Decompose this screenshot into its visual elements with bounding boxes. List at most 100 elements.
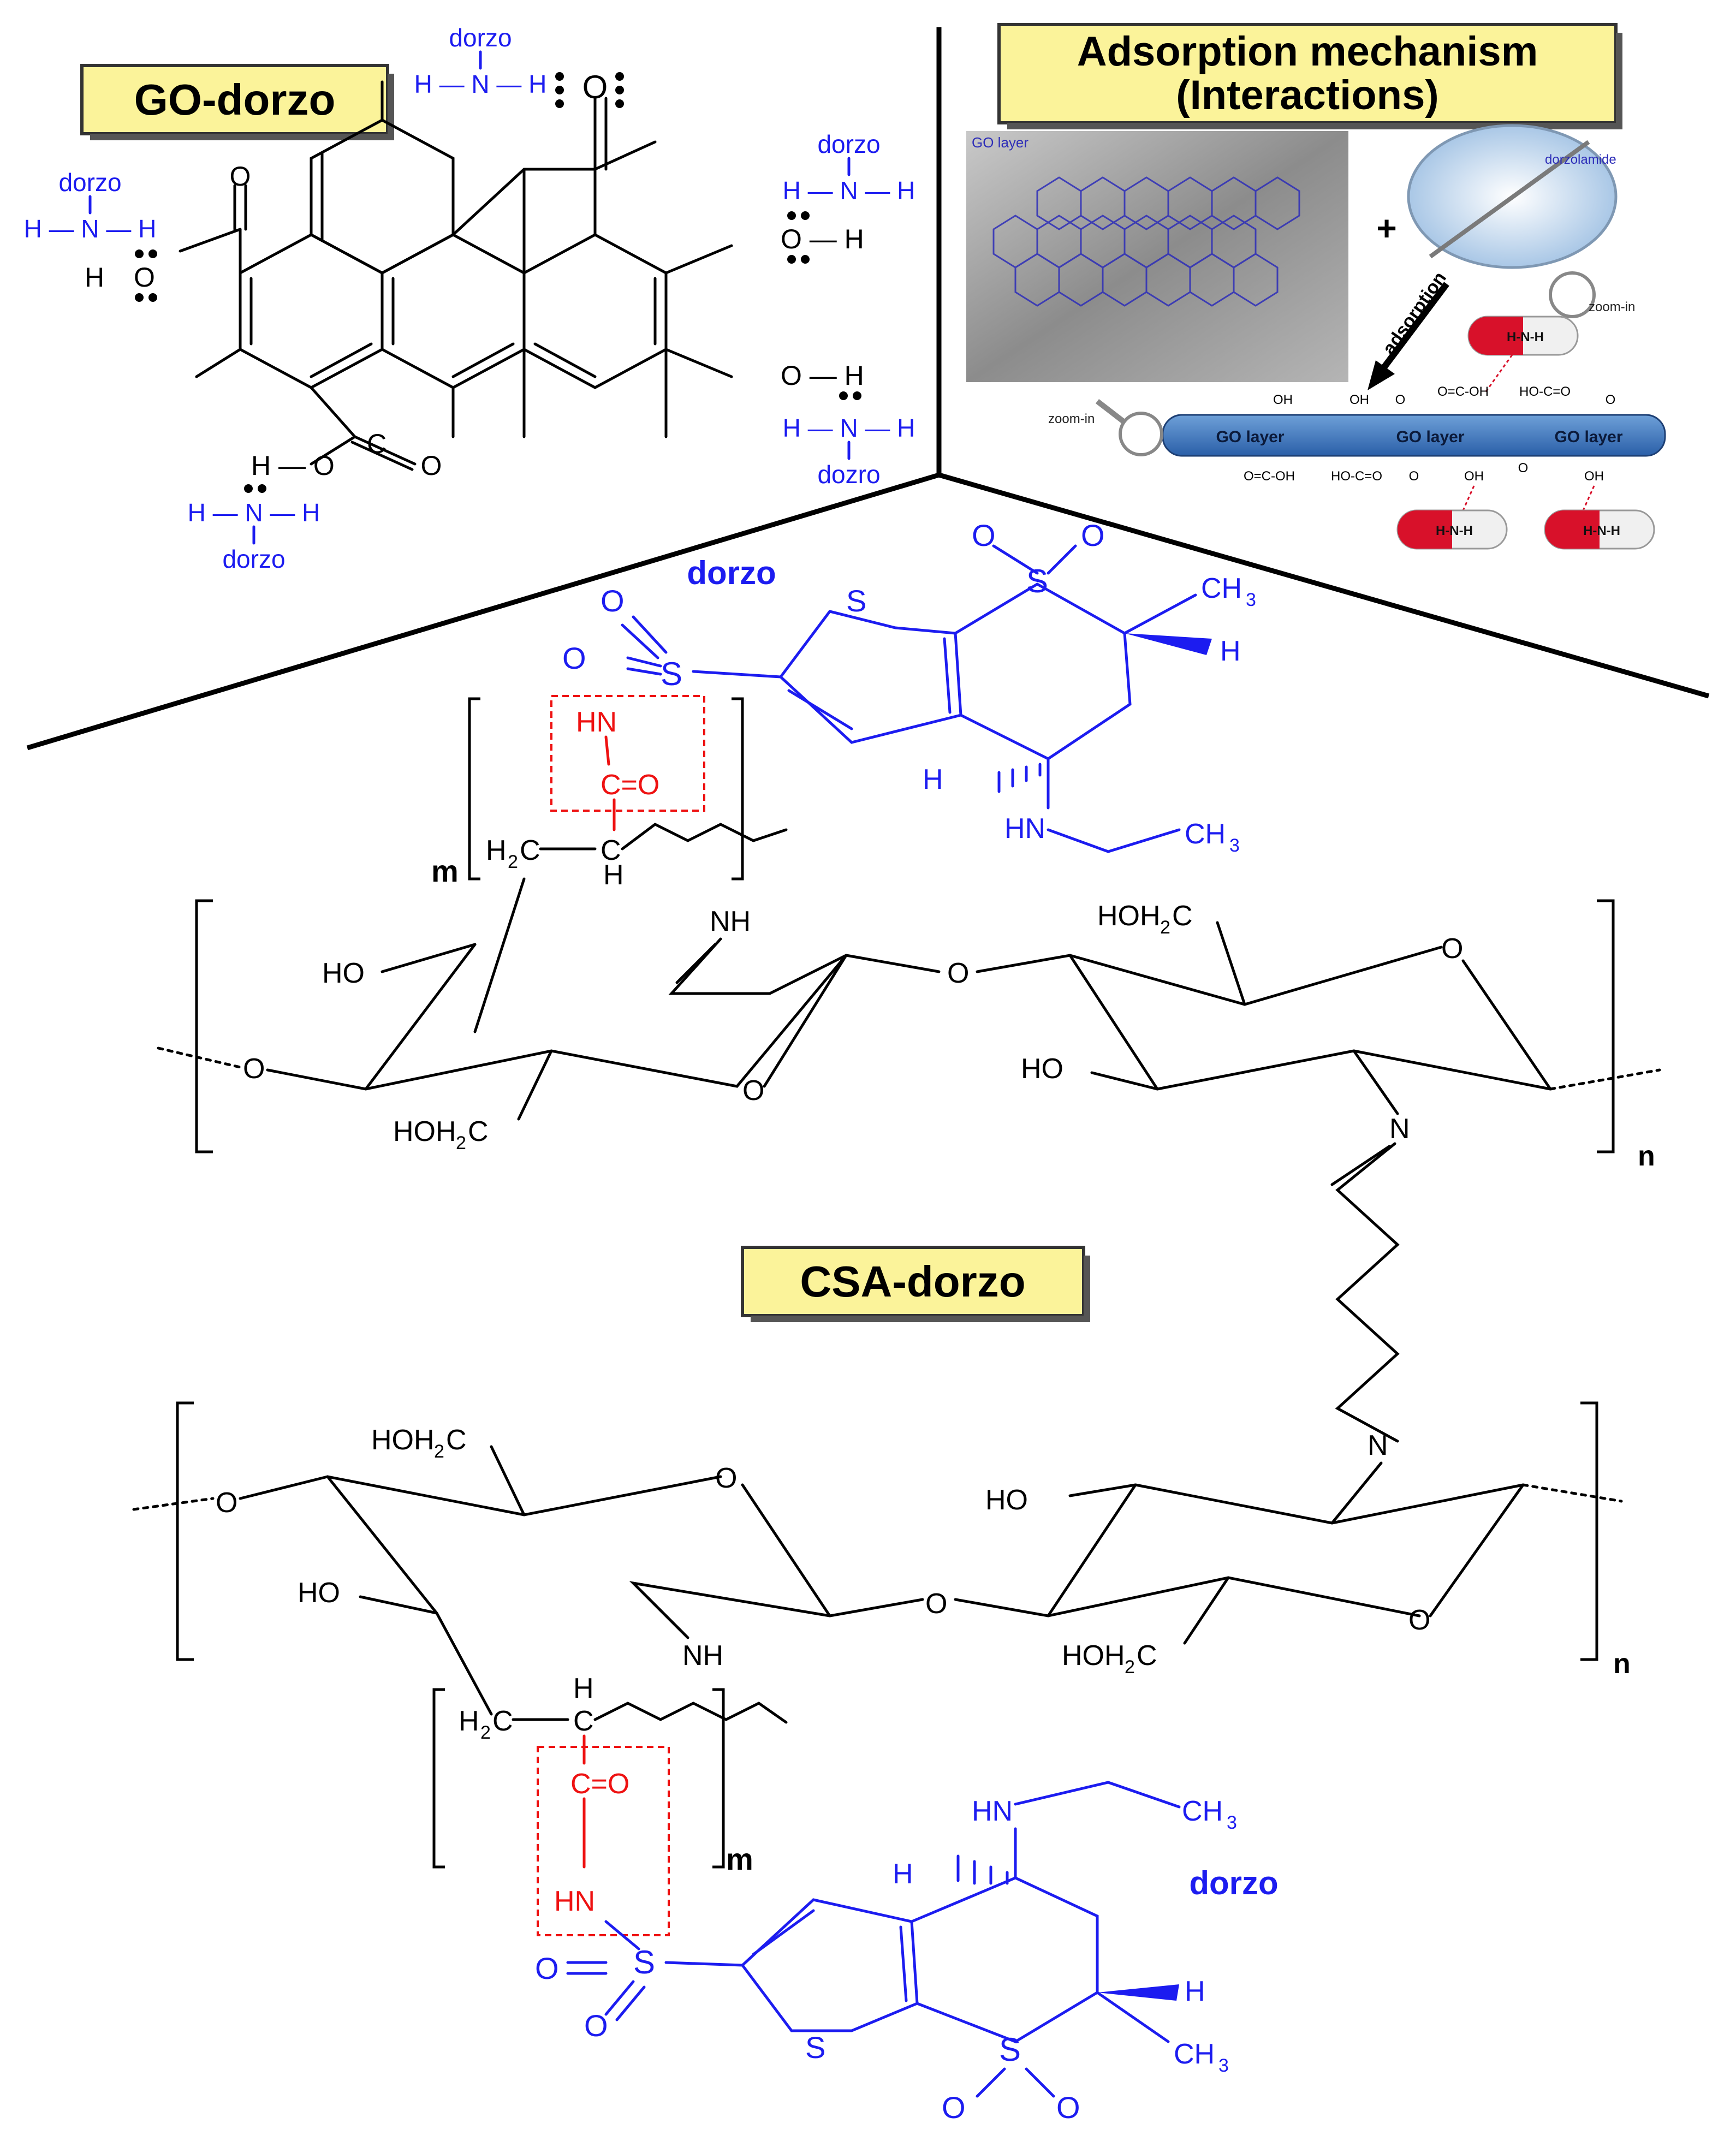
svg-text:2: 2 <box>456 1133 466 1153</box>
svg-text:2: 2 <box>1125 1657 1135 1678</box>
go-oh-bottom-right: O — H <box>781 360 864 391</box>
svg-text:CH: CH <box>1201 573 1242 604</box>
svg-text:O=C-OH: O=C-OH <box>1244 469 1295 484</box>
go-layer-inset-label: GO layer <box>972 134 1028 151</box>
svg-text:H: H <box>1185 1976 1205 2007</box>
svg-text:O: O <box>562 641 586 675</box>
svg-text:dorzo: dorzo <box>222 545 285 573</box>
title-go-dorzo: GO-dorzo <box>80 64 394 140</box>
svg-text:O: O <box>584 2008 608 2043</box>
svg-text:N: N <box>1368 1430 1388 1461</box>
go-carboxyl-o: O <box>230 161 251 192</box>
svg-text:OH: OH <box>1349 392 1369 407</box>
svg-text:S: S <box>999 2031 1021 2068</box>
svg-text:C: C <box>520 835 540 866</box>
svg-text:CH: CH <box>1182 1795 1223 1827</box>
thiophene-s: S <box>846 584 866 618</box>
bracket-m-lower-right <box>712 1688 725 1869</box>
svg-text:O: O <box>942 2090 966 2125</box>
dorzo-upper-label: dorzo <box>687 555 776 591</box>
mechanism-title-line2: (Interactions) <box>1176 72 1438 118</box>
svg-text:H — N — H: H — N — H <box>783 414 915 442</box>
lower-chitosan: n N O HOH 2 C O HO NH O O HOH 2 C HO <box>132 1401 1631 1716</box>
svg-text:HN: HN <box>1004 813 1045 845</box>
svg-text:HN: HN <box>576 706 617 738</box>
dorzolamide-label: dorzolamide <box>1545 152 1616 167</box>
svg-text:HO: HO <box>985 1484 1028 1516</box>
svg-text:HN: HN <box>554 1886 595 1917</box>
svg-text:O: O <box>1056 2090 1080 2125</box>
bracket-n-upper-left <box>195 899 213 1153</box>
svg-text:H — N — H: H — N — H <box>414 70 547 98</box>
svg-text:C: C <box>1172 900 1193 932</box>
svg-text:HOH: HOH <box>1062 1640 1125 1672</box>
svg-text:C: C <box>601 835 621 866</box>
svg-text:2: 2 <box>480 1722 491 1743</box>
svg-text:C=O: C=O <box>570 1768 629 1800</box>
dorzo-lower: dorzo S O O S S O O H CH 3 HN CH 3 H <box>535 1781 1279 2125</box>
panel-dividers <box>26 27 1710 751</box>
go-o-left: O <box>134 262 155 293</box>
svg-text:C: C <box>446 1424 467 1456</box>
go-ring-middle <box>381 233 526 389</box>
dorzo-nh-group-top: dorzo H — N — H <box>414 23 547 98</box>
go-ring-left <box>239 233 384 389</box>
go-dorzo-label: GO-dorzo <box>134 75 336 124</box>
svg-text:HOH: HOH <box>393 1116 456 1147</box>
svg-text:HOH: HOH <box>371 1424 435 1456</box>
dorzo-nh-group-right: dorzo H — N — H <box>783 130 915 205</box>
svg-text:O: O <box>1606 392 1616 407</box>
svg-text:O: O <box>1081 518 1105 552</box>
svg-text:O: O <box>1409 469 1419 484</box>
svg-text:GO layer: GO layer <box>1554 428 1622 446</box>
dorzo-nh-group-left: dorzo H — N — H <box>24 168 157 243</box>
ring-s: S <box>1026 563 1048 599</box>
svg-text:C: C <box>1137 1640 1157 1672</box>
svg-text:HN: HN <box>972 1795 1013 1827</box>
svg-text:dozro: dozro <box>817 460 880 489</box>
svg-text:dorzo: dorzo <box>817 130 880 158</box>
title-mechanism: Adsorption mechanism (Interactions) <box>997 23 1622 129</box>
svg-text:O: O <box>742 1075 764 1107</box>
csa-dorzo-label: CSA-dorzo <box>800 1257 1025 1306</box>
hnh-pill-bottom-right: H-N-H <box>1544 485 1655 550</box>
svg-text:OH: OH <box>1273 392 1293 407</box>
go-ring-right <box>522 233 668 389</box>
go-ketone-o: O <box>582 69 608 105</box>
svg-text:HO: HO <box>1021 1053 1063 1085</box>
upper-chitosan: n O HO HOH 2 C O NH O O HOH 2 C HO <box>157 899 1661 1443</box>
adsorption-arrow-label: adsorption <box>1378 268 1450 359</box>
svg-text:S: S <box>661 656 682 692</box>
svg-text:H: H <box>893 1858 913 1890</box>
svg-text:2: 2 <box>434 1441 444 1462</box>
amide-highlight-box-lower <box>537 1746 670 1936</box>
dorzo-lower-label: dorzo <box>1189 1865 1278 1901</box>
zoom-in-right-label: zoom-in <box>1589 300 1635 314</box>
svg-text:C: C <box>468 1116 489 1147</box>
svg-text:O: O <box>1395 392 1406 407</box>
svg-text:3: 3 <box>1229 835 1240 856</box>
svg-text:HO-C=O: HO-C=O <box>1519 384 1571 399</box>
svg-text:2: 2 <box>1160 917 1170 938</box>
svg-text:H: H <box>486 835 507 866</box>
svg-text:HO: HO <box>298 1577 340 1609</box>
bracket-n-lower-right <box>1580 1401 1598 1661</box>
go-h-left: H <box>85 262 104 293</box>
svg-text:GO layer: GO layer <box>1396 428 1464 446</box>
go-layer-slab: GO layer GO layer GO layer OH OH O O=C-O… <box>1162 384 1666 484</box>
svg-text:dorzo: dorzo <box>449 23 512 52</box>
bracket-m-lower-left <box>432 1688 445 1869</box>
svg-text:CH: CH <box>1174 2038 1215 2070</box>
svg-text:N: N <box>1389 1113 1410 1145</box>
upper-polyacrylamide: HN C=O H 2 C C H m <box>431 695 788 1033</box>
svg-text:O: O <box>1441 933 1463 965</box>
svg-text:m: m <box>726 1842 753 1876</box>
svg-text:O: O <box>715 1462 737 1494</box>
svg-text:H — N — H: H — N — H <box>24 215 157 243</box>
svg-text:O: O <box>535 1951 559 1985</box>
go-layer-lattice <box>992 176 1300 307</box>
svg-text:O: O <box>947 958 969 989</box>
amide-highlight-box-upper <box>550 695 705 812</box>
right-diagonal-divider <box>938 472 1710 699</box>
svg-text:S: S <box>805 2030 825 2065</box>
